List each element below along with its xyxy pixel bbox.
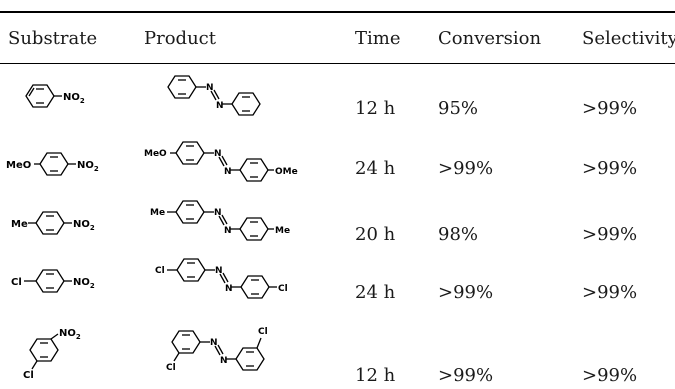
svg-text:Cl: Cl	[258, 327, 268, 337]
svg-text:N: N	[215, 266, 223, 276]
svg-text:Cl: Cl	[166, 363, 176, 373]
svg-text:MeO: MeO	[144, 149, 167, 159]
svg-text:N: N	[225, 284, 233, 294]
svg-text:N: N	[224, 226, 232, 236]
time-value: 12 h	[355, 98, 396, 119]
3-chloronitrobenzene-structure-icon: NO2 Cl	[23, 328, 81, 381]
svg-text:OMe: OMe	[275, 167, 298, 177]
svg-text:NO2: NO2	[63, 92, 85, 105]
svg-text:N: N	[206, 83, 214, 93]
4,4'-dimethoxyazobenzene-structure-icon: MeO N N OMe	[144, 141, 298, 182]
time-value: 12 h	[355, 365, 396, 386]
4-chloronitrobenzene-structure-icon: Cl NO2	[11, 269, 95, 293]
header-conversion: Conversion	[438, 28, 542, 49]
header-time: Time	[355, 28, 401, 49]
table-top-rule	[0, 11, 675, 13]
nitrobenzene-structure-icon: NO2	[25, 84, 85, 108]
svg-text:Me: Me	[275, 226, 290, 236]
svg-text:NO2: NO2	[73, 277, 95, 290]
4,4'-dimethylazobenzene-structure-icon: Me N N Me	[150, 200, 290, 241]
svg-text:Me: Me	[150, 208, 165, 218]
svg-text:NO2: NO2	[73, 219, 95, 232]
svg-text:Cl: Cl	[23, 370, 34, 381]
header-product: Product	[144, 28, 216, 49]
selectivity-value: >99%	[582, 282, 638, 303]
svg-text:Cl: Cl	[278, 284, 288, 294]
selectivity-value: >99%	[582, 98, 638, 119]
svg-text:NO2: NO2	[59, 328, 81, 341]
table-header-rule	[0, 63, 675, 64]
header-substrate: Substrate	[8, 28, 98, 49]
svg-text:N: N	[216, 101, 224, 111]
time-value: 24 h	[355, 282, 396, 303]
3,3'-dichloroazobenzene-structure-icon: Cl N N Cl	[166, 327, 268, 373]
svg-text:NO2: NO2	[77, 160, 99, 173]
svg-text:N: N	[214, 149, 222, 159]
4-nitroanisole-structure-icon: MeO NO2	[6, 152, 99, 176]
selectivity-value: >99%	[582, 224, 638, 245]
svg-text:Cl: Cl	[11, 277, 22, 288]
conversion-value: 95%	[438, 98, 479, 119]
4,4'-dichloroazobenzene-structure-icon: Cl N N Cl	[155, 258, 288, 299]
4-nitrotoluene-structure-icon: Me NO2	[11, 211, 95, 235]
conversion-value: >99%	[438, 365, 494, 386]
time-value: 20 h	[355, 224, 396, 245]
svg-text:N: N	[220, 356, 228, 366]
time-value: 24 h	[355, 158, 396, 179]
conversion-value: >99%	[438, 282, 494, 303]
svg-text:Cl: Cl	[155, 266, 165, 276]
selectivity-value: >99%	[582, 158, 638, 179]
svg-text:N: N	[224, 167, 232, 177]
azobenzene-structure-icon: N N	[167, 75, 261, 116]
conversion-value: >99%	[438, 158, 494, 179]
svg-text:Me: Me	[11, 219, 28, 230]
selectivity-value: >99%	[582, 365, 638, 386]
svg-text:N: N	[210, 338, 218, 348]
svg-text:MeO: MeO	[6, 160, 31, 171]
header-selectivity: Selectivity	[582, 28, 675, 49]
conversion-value: 98%	[438, 224, 479, 245]
svg-text:N: N	[214, 208, 222, 218]
